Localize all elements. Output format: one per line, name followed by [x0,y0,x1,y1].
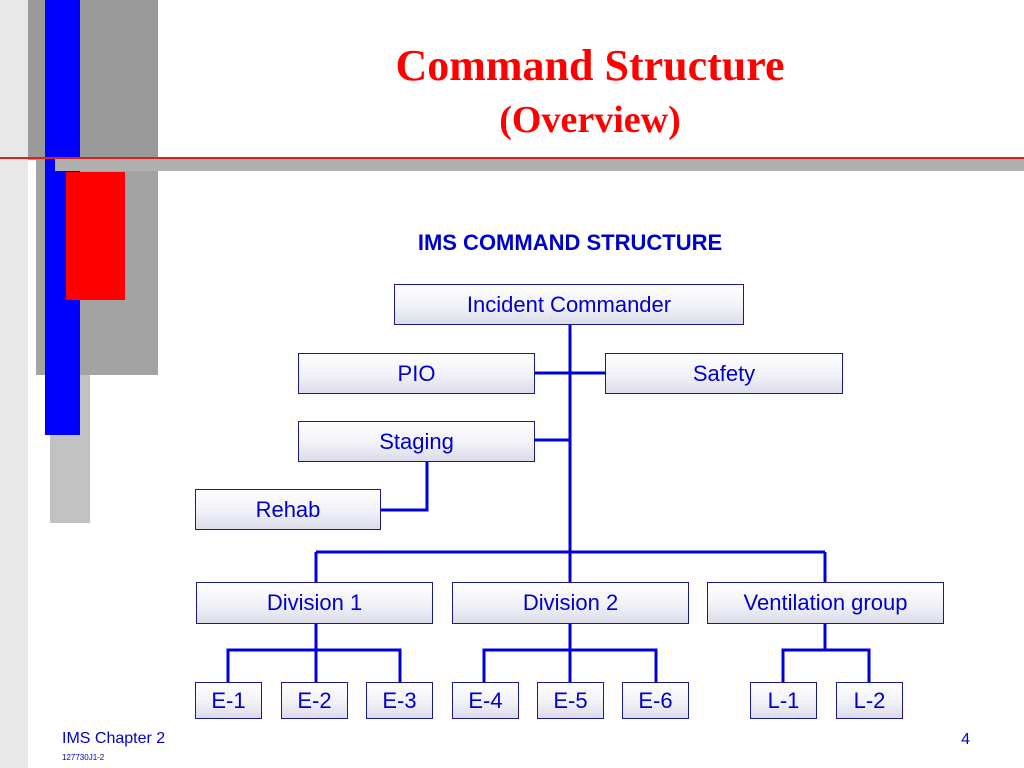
node-e1: E-1 [195,682,262,719]
node-staging: Staging [298,421,535,462]
slide-subtitle: (Overview) [499,99,681,141]
node-label: E-2 [297,687,332,713]
slide-title: Command Structure [395,41,785,90]
footer-code: 127730J1-2 [62,753,105,762]
node-label: E-3 [382,687,417,713]
node-label: E-5 [553,687,588,713]
node-label: Division 2 [522,590,619,615]
diagram-title: IMS COMMAND STRUCTURE [417,230,723,255]
node-safety: Safety [605,353,843,394]
node-incident-commander: Incident Commander [394,284,744,325]
deco-red-block [66,172,125,300]
node-label: PIO [397,360,436,386]
deco-gray-rule [55,159,1024,171]
page-number: 4 [961,731,970,748]
node-l1: L-1 [750,682,817,719]
node-label: Safety [692,360,756,386]
footer-title: IMS Chapter 2 [62,730,166,747]
node-label: E-6 [638,687,673,713]
node-e5: E-5 [537,682,604,719]
node-label: Staging [379,428,454,454]
node-ventilation-group: Ventilation group [707,582,944,624]
node-label: L-1 [767,687,800,713]
node-e3: E-3 [366,682,433,719]
deco-left-strip [0,0,28,768]
node-e2: E-2 [281,682,348,719]
node-division-2: Division 2 [452,582,689,624]
node-label: Division 1 [266,590,363,615]
node-pio: PIO [298,353,535,394]
node-label: L-2 [853,687,886,713]
deco-red-rule [0,157,1024,159]
node-l2: L-2 [836,682,903,719]
node-division-1: Division 1 [196,582,433,624]
node-label: E-4 [468,687,503,713]
node-e6: E-6 [622,682,689,719]
node-rehab: Rehab [195,489,381,530]
node-e4: E-4 [452,682,519,719]
node-label: Ventilation group [743,590,908,615]
node-label: Rehab [255,496,321,522]
connector-rehab [381,462,429,512]
node-label: Incident Commander [466,291,672,317]
node-label: E-1 [211,687,246,713]
